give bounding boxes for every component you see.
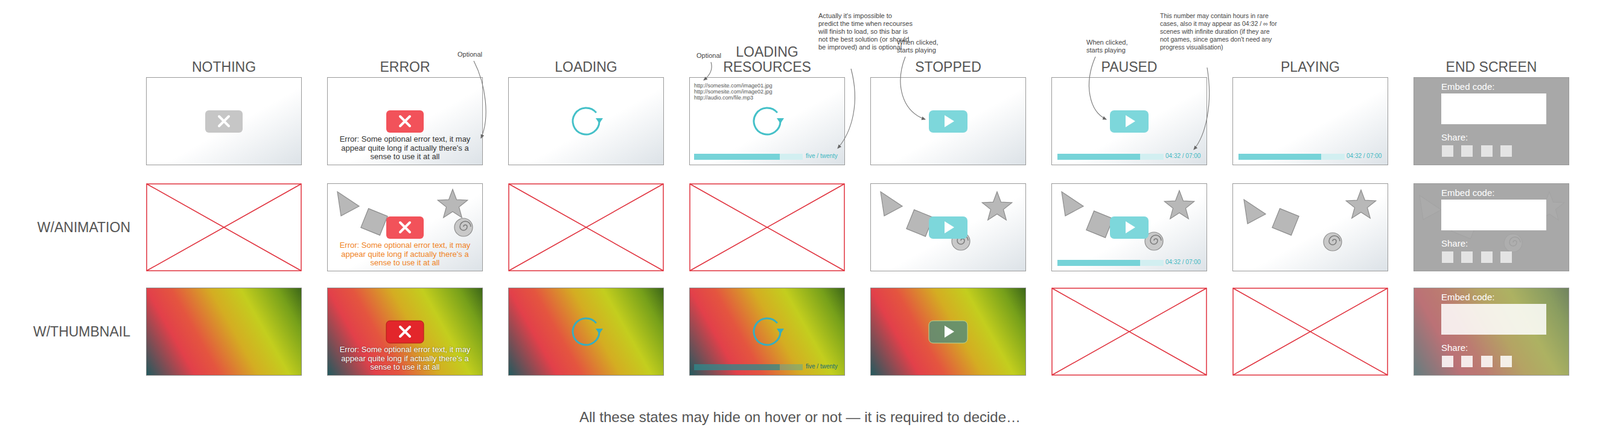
- column-header: STOPPED: [870, 59, 1027, 75]
- end-screen-panel: Embed code: Share:: [1413, 77, 1570, 166]
- error-panel: [327, 184, 483, 272]
- missing-panel: [689, 184, 845, 271]
- paused-panel: [1051, 184, 1208, 272]
- time-text: 04:32 / 07:00: [1165, 258, 1206, 267]
- leader-line: [473, 60, 486, 139]
- playback-panel: 04:32 / 07:00: [1051, 77, 1208, 166]
- annotation-note: Optional: [696, 51, 733, 60]
- column-header: PLAYING: [1232, 59, 1389, 75]
- end-panel: [1414, 77, 1570, 166]
- end-screen-text: Share:: [1441, 132, 1562, 143]
- time-text: 04:32 / 07:00: [1346, 152, 1387, 160]
- column-header: END SCREEN: [1413, 59, 1570, 75]
- paused-panel: [1051, 77, 1208, 166]
- playback-panel: 04:32 / 07:00: [1051, 183, 1208, 272]
- nothing-panel: [146, 77, 302, 166]
- end-screen-text: Embed code:: [1441, 187, 1562, 198]
- playing-panel: [1233, 184, 1389, 272]
- leader-line: [703, 62, 712, 81]
- annotation-note: Optional: [457, 50, 494, 59]
- column-header: PAUSED: [1051, 59, 1208, 75]
- thumbnail-panel: [146, 288, 302, 377]
- stopped-panel: [870, 184, 1027, 272]
- missing-panel: [146, 184, 302, 271]
- annotation-note: When clicked, starts playing: [896, 38, 947, 55]
- loading-panel: [508, 288, 664, 377]
- missing-panel: [1233, 288, 1388, 376]
- stopped-panel: [870, 77, 1027, 166]
- end-panel: [1414, 184, 1570, 272]
- row-label: W/ANIMATION: [6, 219, 131, 236]
- end-screen-text: Share:: [1441, 238, 1562, 249]
- error-text: Error: Some optional error text, it may …: [332, 241, 478, 268]
- progress-text: five / twenty: [805, 363, 844, 371]
- column-header: ERROR: [327, 59, 483, 75]
- time-text: 04:32 / 07:00: [1165, 152, 1206, 160]
- resources-panel: [689, 288, 845, 377]
- loading-resources-panel: five / twenty: [689, 287, 845, 377]
- leader-line: [837, 68, 855, 149]
- resource-text: http://somesite.com/image02.jpg: [694, 88, 821, 95]
- column-header: LOADING RESOURCES: [709, 44, 825, 75]
- end-screen-panel: Embed code: Share:: [1413, 287, 1570, 377]
- playback-panel: 04:32 / 07:00: [1232, 77, 1389, 166]
- error-text: Error: Some optional error text, it may …: [332, 135, 478, 162]
- end-screen-text: Embed code:: [1441, 292, 1562, 303]
- end-screen-text: Embed code:: [1441, 81, 1562, 92]
- resources-panel: [689, 77, 845, 166]
- error-state-panel: Error: Some optional error text, it may …: [327, 287, 483, 377]
- leader-line: [1193, 67, 1210, 150]
- end-screen-text: Share:: [1441, 342, 1562, 354]
- loading-resources-panel: http://somesite.com/image01.jpghttp://so…: [689, 77, 845, 166]
- loading-panel: [508, 77, 664, 166]
- playing-panel: [1233, 77, 1389, 166]
- resource-text: http://somesite.com/image01.jpg: [694, 82, 821, 89]
- error-panel: [327, 77, 483, 166]
- error-panel: [327, 288, 483, 377]
- resource-text: five / twenty: [805, 152, 844, 160]
- error-text: Error: Some optional error text, it may …: [332, 345, 478, 373]
- column-header: NOTHING: [146, 59, 302, 75]
- column-header: LOADING: [508, 59, 664, 75]
- end-panel: [1414, 288, 1570, 377]
- error-state-panel: Error: Some optional error text, it may …: [327, 77, 483, 166]
- annotation-note: When clicked, starts playing: [1086, 38, 1136, 55]
- resource-text: http://audio.com/file.mp3: [694, 94, 821, 101]
- stopped-panel: [870, 288, 1027, 377]
- annotation-note: This number may contain hours in rare ca…: [1160, 12, 1279, 52]
- end-screen-panel: Embed code: Share:: [1413, 183, 1570, 272]
- error-state-panel: Error: Some optional error text, it may …: [327, 183, 483, 272]
- missing-panel: [1051, 288, 1207, 376]
- row-label: W/THUMBNAIL: [6, 324, 131, 340]
- missing-panel: [508, 184, 664, 271]
- leader-lines: [473, 56, 1210, 150]
- caption-text: All these states may hide on hover or no…: [0, 409, 1600, 427]
